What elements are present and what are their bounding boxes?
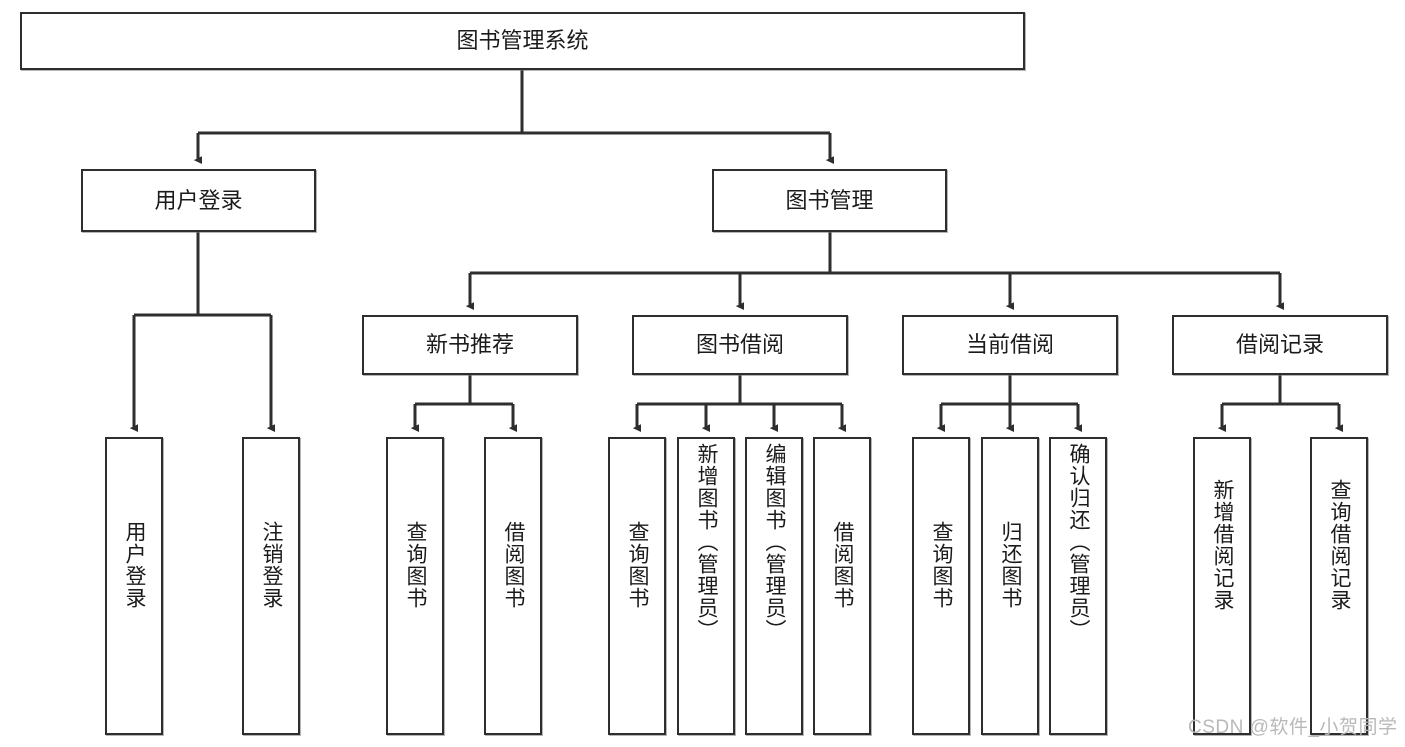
node-label: 借阅图书 — [831, 521, 855, 609]
node-label: 用户登录 — [154, 187, 243, 213]
node-label: 借阅记录 — [1235, 332, 1324, 358]
node-label: 图书借阅 — [695, 332, 784, 358]
node-label: 注销登录 — [260, 521, 284, 609]
leaf-record-add-record[interactable]: 新增借阅记录 — [1193, 437, 1251, 735]
leaf-current-return-book[interactable]: 归还图书 — [981, 437, 1039, 735]
node-label: 查询图书 — [626, 521, 650, 609]
node-label: 归还图书 — [999, 521, 1023, 609]
node-label: 当前借阅 — [965, 332, 1054, 358]
leaf-borrow-add-book-admin[interactable]: 新增图书（管理员） — [677, 437, 735, 735]
node-label: 图书管理系统 — [456, 28, 589, 54]
leaf-current-query-book[interactable]: 查询图书 — [912, 437, 970, 735]
node-borrow-record[interactable]: 借阅记录 — [1172, 315, 1388, 375]
node-label: 查询图书 — [404, 521, 428, 609]
node-current-borrow[interactable]: 当前借阅 — [902, 315, 1118, 375]
node-label: 用户登录 — [123, 521, 147, 609]
node-label: 查询图书 — [930, 521, 954, 609]
node-new-book-recommend[interactable]: 新书推荐 — [362, 315, 578, 375]
leaf-borrow-borrow-book[interactable]: 借阅图书 — [813, 437, 871, 735]
csdn-watermark: CSDN @软件_小贺同学 — [1188, 717, 1398, 738]
node-root-system[interactable]: 图书管理系统 — [20, 12, 1025, 70]
node-label: 查询借阅记录 — [1328, 479, 1352, 611]
leaf-borrow-edit-book-admin[interactable]: 编辑图书（管理员） — [745, 437, 803, 735]
node-label: 新书推荐 — [425, 332, 514, 358]
leaf-recommend-query-book[interactable]: 查询图书 — [386, 437, 444, 735]
node-user-login[interactable]: 用户登录 — [81, 169, 316, 232]
node-label: 确认归还（管理员） — [1067, 443, 1091, 641]
leaf-borrow-query-book[interactable]: 查询图书 — [608, 437, 666, 735]
node-label: 新增借阅记录 — [1211, 479, 1235, 611]
node-book-borrow[interactable]: 图书借阅 — [632, 315, 848, 375]
leaf-current-confirm-return-admin[interactable]: 确认归还（管理员） — [1049, 437, 1107, 735]
leaf-record-query-record[interactable]: 查询借阅记录 — [1310, 437, 1368, 735]
leaf-user-login-login[interactable]: 用户登录 — [105, 437, 163, 735]
node-label: 借阅图书 — [502, 521, 526, 609]
node-label: 编辑图书（管理员） — [763, 443, 787, 641]
leaf-user-login-logout[interactable]: 注销登录 — [242, 437, 300, 735]
node-book-management[interactable]: 图书管理 — [712, 169, 947, 232]
node-label: 图书管理 — [785, 187, 874, 213]
leaf-recommend-borrow-book[interactable]: 借阅图书 — [484, 437, 542, 735]
node-label: 新增图书（管理员） — [695, 443, 719, 641]
